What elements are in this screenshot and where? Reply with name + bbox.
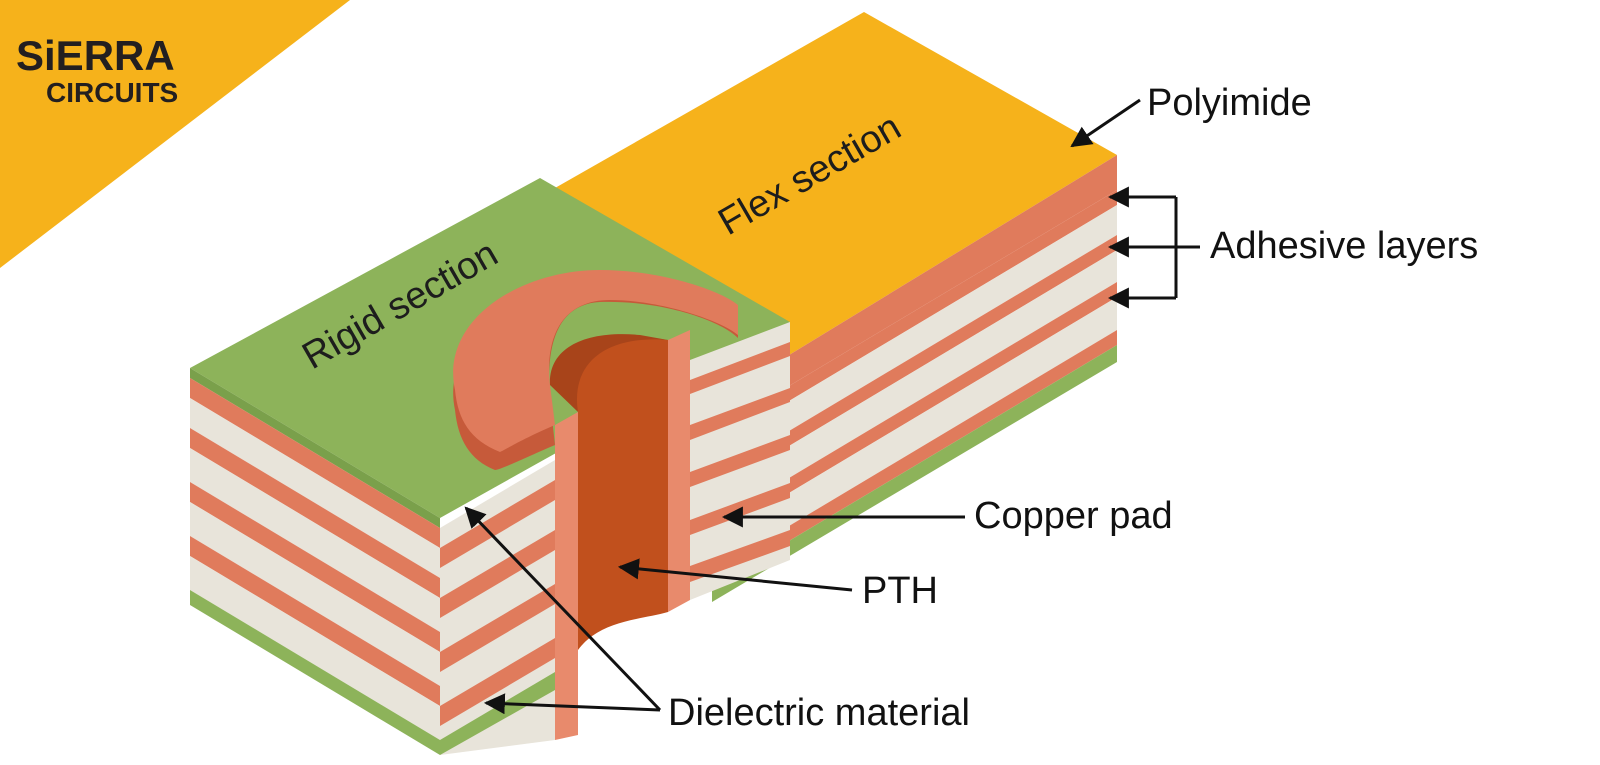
pth-assembly: [453, 270, 738, 740]
pth-arrow: [617, 558, 853, 592]
pth-wall-left: [555, 412, 578, 740]
pth-barrel: [574, 338, 668, 650]
rigid-layer: [190, 428, 440, 598]
copper-pad: [453, 270, 738, 452]
polyimide-label: Polyimide: [1147, 82, 1312, 124]
dielectric-arrow: [464, 506, 662, 712]
pth-wall-right: [668, 330, 690, 612]
flex-top-edge: [712, 155, 1117, 432]
rigid-layer: [190, 448, 440, 632]
rigid-right-layer: [690, 530, 790, 582]
callout-pth: PTH: [617, 558, 938, 612]
flex-layer: [712, 282, 1117, 539]
rigid-layer: [190, 502, 440, 686]
polyimide-arrow: [1070, 98, 1141, 148]
callout-polyimide: Polyimide: [1070, 82, 1312, 148]
flex-layer: [712, 235, 1117, 492]
rigid-layer: [190, 378, 440, 548]
callout-adhesive: Adhesive layers: [1107, 186, 1478, 309]
flex-layer: [712, 205, 1117, 477]
callout-dielectric: Dielectric material: [464, 506, 970, 734]
logo-line2: CIRCUITS: [46, 77, 178, 108]
callout-copper-pad: Copper pad: [721, 495, 1173, 537]
rigid-right-layer: [690, 435, 790, 487]
rigid-section-block: [190, 178, 790, 755]
rigid-layer: [190, 482, 440, 652]
flex-layer: [712, 330, 1117, 587]
flex-layer: [712, 250, 1117, 524]
rigid-layer: [190, 556, 440, 740]
rigid-right-layer: [690, 388, 790, 440]
cutaway-layer: [440, 584, 555, 672]
flex-layer: [712, 190, 1117, 447]
dielectric-label: Dielectric material: [668, 692, 970, 734]
logo-line1: SiERRA: [16, 32, 175, 79]
dielectric-arrow: [483, 693, 661, 715]
brand-corner-shape: [0, 0, 350, 268]
pth-label: PTH: [862, 570, 938, 612]
rigid-layer: [190, 398, 440, 578]
copper-pad-label: Copper pad: [974, 495, 1173, 537]
cutaway-layer: [440, 530, 555, 618]
cutaway-layer: [440, 638, 555, 726]
rigid-layer: [190, 536, 440, 706]
rigid-layer: [190, 590, 440, 755]
flex-layer: [712, 297, 1117, 572]
rigid-right-layer: [690, 342, 790, 394]
rigid-top-edge: [190, 368, 440, 528]
flex-layer: [712, 345, 1117, 602]
adhesive-label: Adhesive layers: [1210, 225, 1478, 267]
pth-rim: [549, 334, 668, 412]
cutaway-layer: [440, 480, 555, 568]
sierra-circuits-logo: SiERRA CIRCUITS: [16, 32, 178, 108]
